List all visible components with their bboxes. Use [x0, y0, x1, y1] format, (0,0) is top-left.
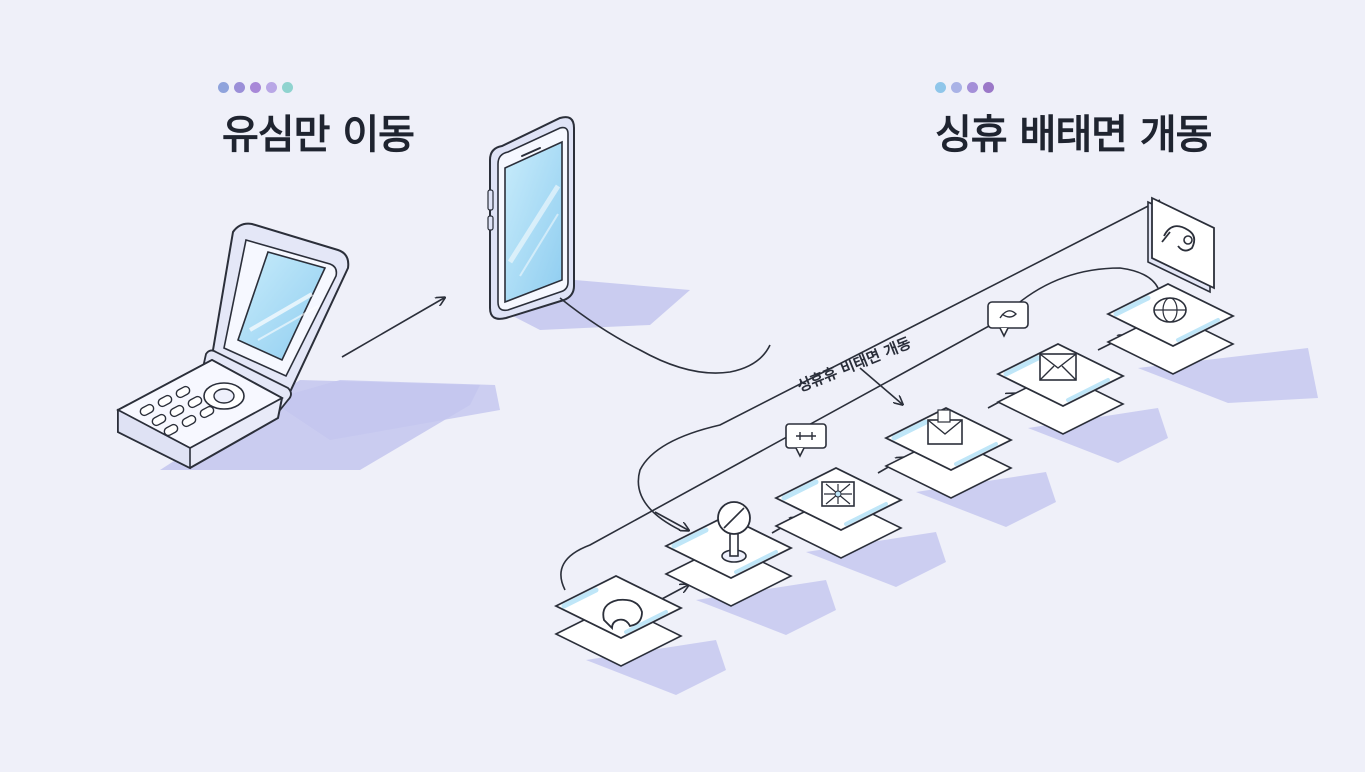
- pin-icon: [717, 501, 751, 563]
- flow-step-1: [553, 574, 726, 695]
- flow-curve-label: 싱휴휴 비태면 개동: [795, 334, 914, 396]
- decorative-dot: [234, 82, 245, 93]
- smartphone-icon: [487, 116, 771, 374]
- decorative-dots-right: [935, 82, 994, 93]
- decorative-dot: [983, 82, 994, 93]
- decorative-dot: [282, 82, 293, 93]
- starburst-icon: [821, 481, 855, 507]
- decorative-dot: [935, 82, 946, 93]
- chat-bubble-icon: [785, 423, 827, 458]
- title-new-activation: 싱휴 배태면 개동: [935, 112, 1212, 158]
- flip-phone-icon: [116, 222, 500, 470]
- envelope-open-icon: [927, 409, 963, 445]
- transfer-arrow: [341, 298, 444, 358]
- flow-step-5: [987, 301, 1168, 463]
- decorative-dot: [218, 82, 229, 93]
- flow-step-2: [663, 501, 836, 635]
- globe-icon: [1153, 297, 1187, 323]
- envelope-icon: [1039, 353, 1077, 381]
- flow-step-4: [883, 406, 1056, 527]
- title-sim-only-move: 유심만 이동: [222, 112, 415, 158]
- decorative-dot: [266, 82, 277, 93]
- flow-step-3: [773, 423, 946, 587]
- decorative-dot: [250, 82, 261, 93]
- monitor-sign-icon: [1147, 196, 1215, 294]
- decorative-dots-left: [218, 82, 293, 93]
- decorative-dot: [967, 82, 978, 93]
- decorative-dot: [951, 82, 962, 93]
- ring-icon: [602, 598, 643, 631]
- speech-bubble-icon: [987, 301, 1029, 338]
- flow-step-6: [1105, 196, 1318, 403]
